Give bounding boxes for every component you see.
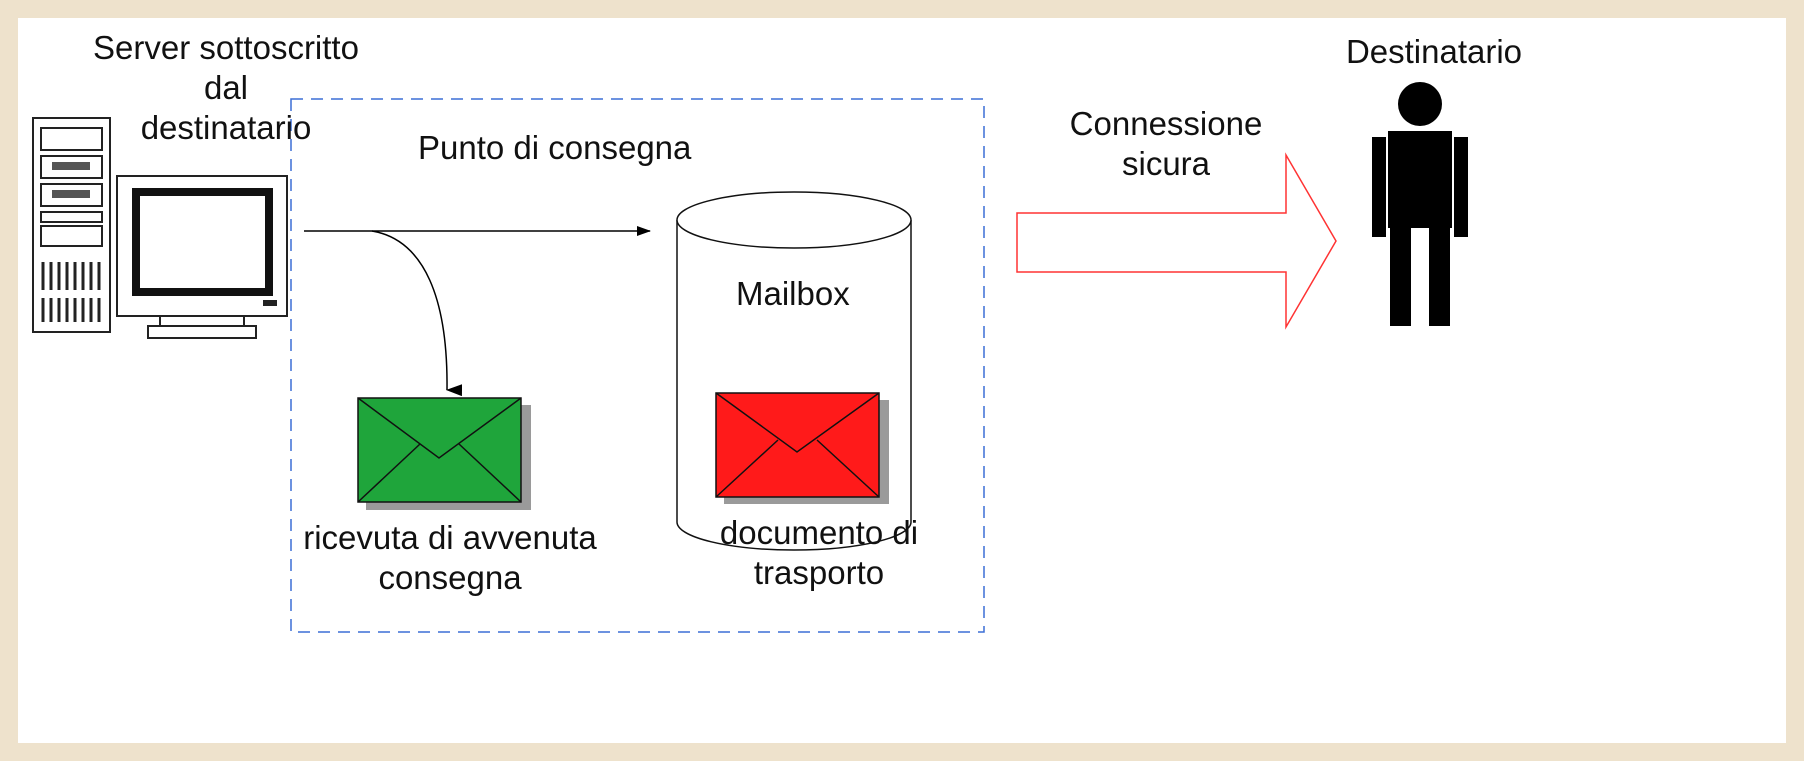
receipt-arrow xyxy=(371,230,463,397)
receipt-envelope-icon xyxy=(357,397,531,510)
receipt-label: ricevuta di avvenuta consegna xyxy=(303,519,597,596)
secure-connection-arrow xyxy=(1016,152,1337,330)
server-tower-icon xyxy=(32,117,111,333)
recipient-label: Destinatario xyxy=(1345,33,1523,70)
delivery-point-box xyxy=(290,98,985,633)
document-envelope-icon xyxy=(715,392,889,504)
connection-label: Connessione sicura xyxy=(1069,105,1263,182)
server-label: Server sottoscritto dal destinatario xyxy=(93,29,359,146)
monitor-icon xyxy=(116,175,288,339)
mailbox-label: Mailbox xyxy=(736,275,850,312)
document-label: documento di trasporto xyxy=(719,514,919,591)
delivery-point-label: Punto di consegna xyxy=(418,129,692,166)
recipient-person-icon xyxy=(1372,82,1468,326)
